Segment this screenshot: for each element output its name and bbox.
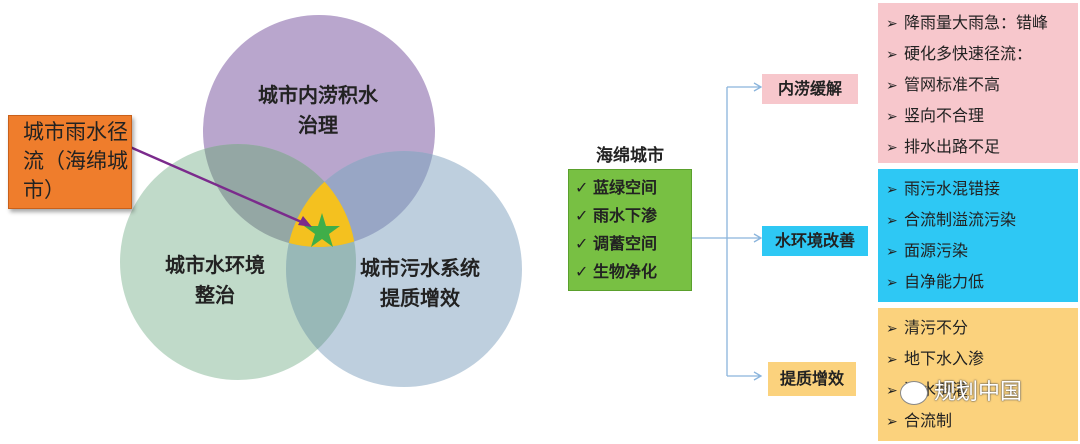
arrow-bullet-icon: ➢ — [886, 213, 898, 229]
arrow-bullet-icon: ➢ — [886, 182, 898, 198]
arrow-bullet-icon: ➢ — [886, 78, 898, 94]
problem-item: ➢ 降雨量大雨急：错峰 — [886, 7, 1078, 38]
venn-label-line: 城市污水系统 — [360, 256, 480, 280]
connector-trunk — [692, 87, 728, 376]
problem-list-waterlogging: ➢ 降雨量大雨急：错峰 ➢ 硬化多快速径流： ➢ 管网标准不高 ➢ 竖向不合理 ➢ 排水出… — [878, 3, 1078, 163]
arrow-bullet-icon: ➢ — [886, 244, 898, 260]
hub-item-label: 生物净化 — [593, 262, 658, 281]
problem-item-label: 硬化多快速径流： — [904, 44, 1033, 63]
problem-item: ➢ 竖向不合理 — [886, 100, 1078, 131]
arrow-bullet-icon: ➢ — [886, 16, 898, 32]
problem-list-quality-improvement: ➢清污不分 ➢地下水入渗 ➢河水倒灌 ➢合流制 — [878, 308, 1078, 441]
problem-item: ➢ 面源污染 — [886, 235, 1078, 266]
venn-label-sewage-system: 城市污水系统 提质增效 — [345, 253, 495, 313]
problem-item: ➢ 清污不分 — [886, 312, 1078, 343]
connector-arrow-3 — [727, 371, 763, 381]
callout-pointer — [129, 145, 307, 226]
hub-title: 海绵城市 — [596, 146, 664, 166]
problem-item-label: 管网标准不高 — [904, 75, 1001, 94]
problem-item-label: 地下水入渗 — [904, 349, 985, 368]
problem-item-label: 合流制 — [904, 411, 953, 430]
problem-item: ➢ 管网标准不高 — [886, 69, 1078, 100]
problem-item-label: 面源污染 — [904, 241, 969, 260]
venn-label-line: 整治 — [195, 283, 235, 307]
problem-item: ➢ 地下水入渗 — [886, 343, 1078, 374]
hub-item-label: 雨水下渗 — [593, 206, 658, 225]
star-icon — [304, 213, 340, 247]
arrow-bullet-icon: ➢ — [886, 275, 898, 291]
arrow-bullet-icon: ➢ — [886, 352, 898, 368]
check-icon: ✓ — [575, 234, 589, 253]
check-icon: ✓ — [575, 178, 589, 197]
arrow-bullet-icon: ➢ — [886, 47, 898, 63]
hub-item-label: 蓝绿空间 — [593, 178, 658, 197]
venn-label-waterlogging: 城市内涝积水 治理 — [238, 80, 398, 140]
branch-label-waterlogging-relief: 内涝缓解 — [762, 74, 858, 104]
problem-item-label: 竖向不合理 — [904, 106, 985, 125]
connector-arrow-1 — [727, 82, 763, 92]
problem-item-label: 自净能力低 — [904, 272, 985, 291]
problem-item: ➢ 排水出路不足 — [886, 131, 1078, 162]
sponge-city-hub: 海绵城市 ✓蓝绿空间 ✓雨水下渗 ✓调蓄空间 ✓生物净化 — [568, 143, 692, 291]
hub-item: ✓雨水下渗 — [575, 202, 691, 230]
hub-box: ✓蓝绿空间 ✓雨水下渗 ✓调蓄空间 ✓生物净化 — [568, 169, 692, 291]
venn-label-line: 城市内涝积水 — [258, 83, 378, 107]
problem-list-water-environment: ➢ 雨污水混错接 ➢ 合流制溢流污染 ➢ 面源污染 ➢ 自净能力低 — [878, 169, 1078, 302]
callout-text: 城市雨水径流（海绵城市） — [23, 120, 128, 202]
problem-item-label: 降雨量大雨急：错峰 — [904, 13, 1049, 32]
problem-item: ➢ 自净能力低 — [886, 266, 1078, 297]
problem-item-label: 雨污水混错接 — [904, 179, 1001, 198]
hub-item-label: 调蓄空间 — [593, 234, 658, 253]
arrow-bullet-icon: ➢ — [886, 414, 898, 430]
branch-label-water-environment: 水环境改善 — [762, 226, 868, 256]
problem-item: ➢ 合流制 — [886, 405, 1078, 436]
problem-item-label: 清污不分 — [904, 318, 969, 337]
check-icon: ✓ — [575, 262, 589, 281]
pointer-arrowhead — [298, 216, 312, 227]
arrow-bullet-icon: ➢ — [886, 109, 898, 125]
hub-item: ✓生物净化 — [575, 258, 691, 286]
venn-label-line: 治理 — [298, 113, 338, 137]
hub-item: ✓蓝绿空间 — [575, 174, 691, 202]
problem-item-label: 合流制溢流污染 — [904, 210, 1017, 229]
wechat-icon — [900, 381, 928, 405]
arrow-bullet-icon: ➢ — [886, 321, 898, 337]
hub-item: ✓调蓄空间 — [575, 230, 691, 258]
connector-lines — [692, 82, 763, 381]
venn-diagram — [120, 15, 522, 387]
watermark: 规划中国 — [900, 378, 1022, 408]
check-icon: ✓ — [575, 206, 589, 225]
arrow-bullet-icon: ➢ — [886, 140, 898, 156]
problem-item-label: 排水出路不足 — [904, 137, 1001, 156]
problem-item: ➢ 雨污水混错接 — [886, 173, 1078, 204]
branch-label-quality-improvement: 提质增效 — [768, 362, 856, 396]
venn-label-line: 城市水环境 — [165, 253, 265, 277]
problem-item: ➢ 合流制溢流污染 — [886, 204, 1078, 235]
problem-item: ➢ 硬化多快速径流： — [886, 38, 1078, 69]
arrow-bullet-icon: ➢ — [886, 383, 898, 399]
watermark-text: 规划中国 — [934, 380, 1023, 405]
connector-arrow-2 — [727, 233, 763, 243]
callout-box: 城市雨水径流（海绵城市） — [8, 115, 132, 209]
venn-label-water-environment: 城市水环境 整治 — [145, 250, 285, 310]
venn-label-line: 提质增效 — [380, 286, 460, 310]
